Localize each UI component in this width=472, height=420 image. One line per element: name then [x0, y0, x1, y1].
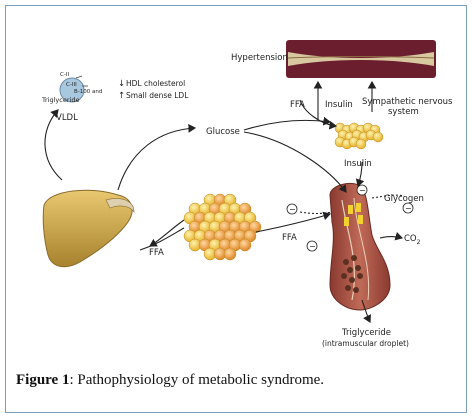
minus-sign-1: −: [289, 205, 296, 214]
figure-caption: Figure 1: Pathophysiology of metabolic s…: [16, 372, 324, 389]
lipid-droplet: [341, 273, 347, 279]
pathway-arrows: [44, 80, 405, 323]
label-ldl: Small dense LDL: [126, 91, 189, 100]
minus-sign-2: −: [359, 186, 366, 195]
fat-cell: [223, 247, 237, 261]
label-sympathetic-1: Sympathetic nervous: [362, 97, 453, 107]
caption-text: : Pathophysiology of metabolic syndrome.: [69, 372, 325, 388]
adipose-tissue-icon: [183, 193, 262, 261]
label-glucose: Glucose: [206, 127, 240, 137]
label-insulin-bottom: Insulin: [344, 159, 372, 169]
blood-vessel-icon: [286, 40, 436, 78]
label-intramuscular: (intramuscular droplet): [322, 339, 409, 348]
label-glycogen: Glycogen: [384, 194, 424, 204]
minus-sign-4: −: [309, 242, 316, 251]
fat-cell: [238, 238, 252, 252]
label-triglyceride-muscle: Triglyceride: [341, 328, 391, 338]
minus-sign-3: −: [405, 204, 412, 213]
ldl-up-arrow: ↑: [118, 91, 125, 101]
pancreas-icon: [334, 122, 384, 150]
hdl-down-arrow: ↓: [118, 79, 125, 89]
lipid-droplet: [347, 267, 353, 273]
skeletal-muscle-icon: [329, 182, 391, 311]
pancreas-lobule: [372, 131, 384, 143]
lipid-droplet: [357, 273, 363, 279]
lipid-droplet: [351, 255, 357, 261]
label-ffa-left: FFA: [149, 248, 164, 258]
label-b100: B-100 and: [74, 89, 102, 95]
label-hdl: HDL cholesterol: [126, 79, 185, 88]
lipid-droplet: [343, 259, 349, 265]
label-sympathetic-2: system: [388, 107, 419, 117]
label-c2: C-II: [60, 72, 69, 78]
lipid-droplet: [345, 285, 351, 291]
lipid-droplet: [349, 277, 355, 283]
inhibition-markers: [286, 184, 414, 252]
label-co2: CO2: [404, 234, 421, 246]
pancreas-lobule: [355, 138, 367, 150]
lipid-droplet: [353, 287, 359, 293]
lipid-droplet: [355, 265, 361, 271]
label-ffa-top: FFA: [290, 100, 305, 110]
label-insulin-top: Insulin: [325, 100, 353, 110]
label-triglyceride-vldl: Triglyceride: [41, 96, 79, 104]
label-vldl: VLDL: [56, 113, 78, 123]
liver-icon: [42, 189, 135, 268]
label-c3: C-III: [66, 82, 77, 88]
vldl-particle-icon: [59, 75, 88, 103]
label-ffa-mid: FFA: [282, 233, 297, 243]
caption-prefix: Figure 1: [16, 372, 70, 388]
label-hypertension: Hypertension: [231, 53, 288, 63]
